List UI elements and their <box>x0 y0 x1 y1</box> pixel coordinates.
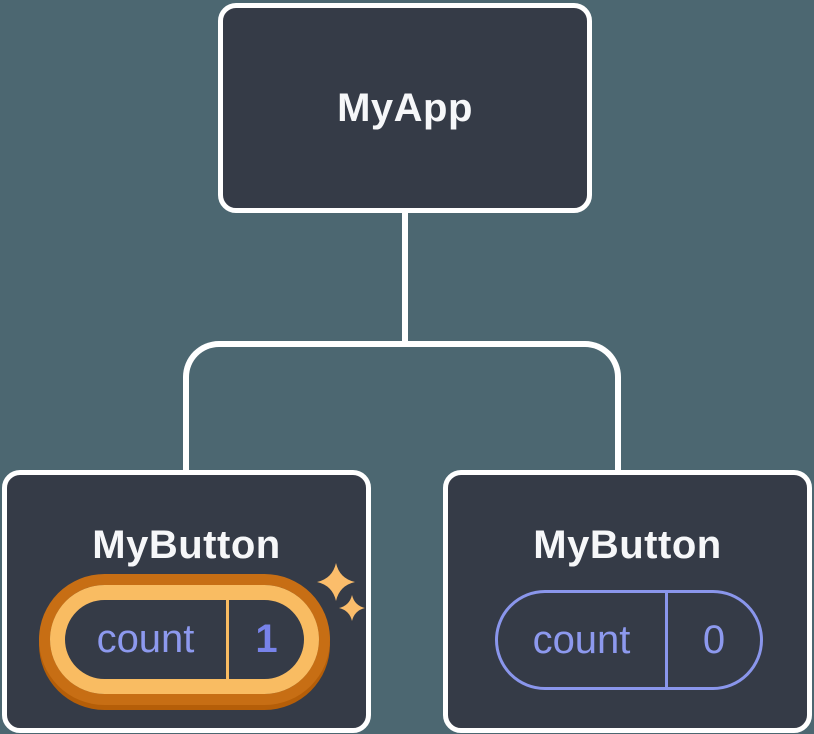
connector-stem <box>402 210 408 347</box>
state-pill-default: count 0 <box>495 590 763 690</box>
state-field-section: count <box>65 600 229 679</box>
state-pill-highlighted: count 1 <box>50 585 319 694</box>
connector-branch <box>183 341 621 470</box>
state-field-label: count <box>96 617 195 661</box>
sparkles-icon <box>317 563 365 621</box>
state-field-section: count <box>498 593 668 687</box>
component-node-mybutton-active: MyButton count 1 <box>2 470 371 733</box>
state-value-section: 0 <box>668 593 760 687</box>
component-node-mybutton-inactive: MyButton count 0 <box>443 470 812 733</box>
node-label-mybutton-active: MyButton <box>92 523 281 567</box>
state-field-label: count <box>532 617 631 662</box>
component-node-myapp: MyApp <box>218 3 592 213</box>
state-value: 0 <box>702 617 726 662</box>
node-label-myapp: MyApp <box>337 85 473 130</box>
state-value-section: 1 <box>229 600 304 679</box>
node-label-mybutton-inactive: MyButton <box>533 523 722 567</box>
state-value: 1 <box>255 617 278 661</box>
